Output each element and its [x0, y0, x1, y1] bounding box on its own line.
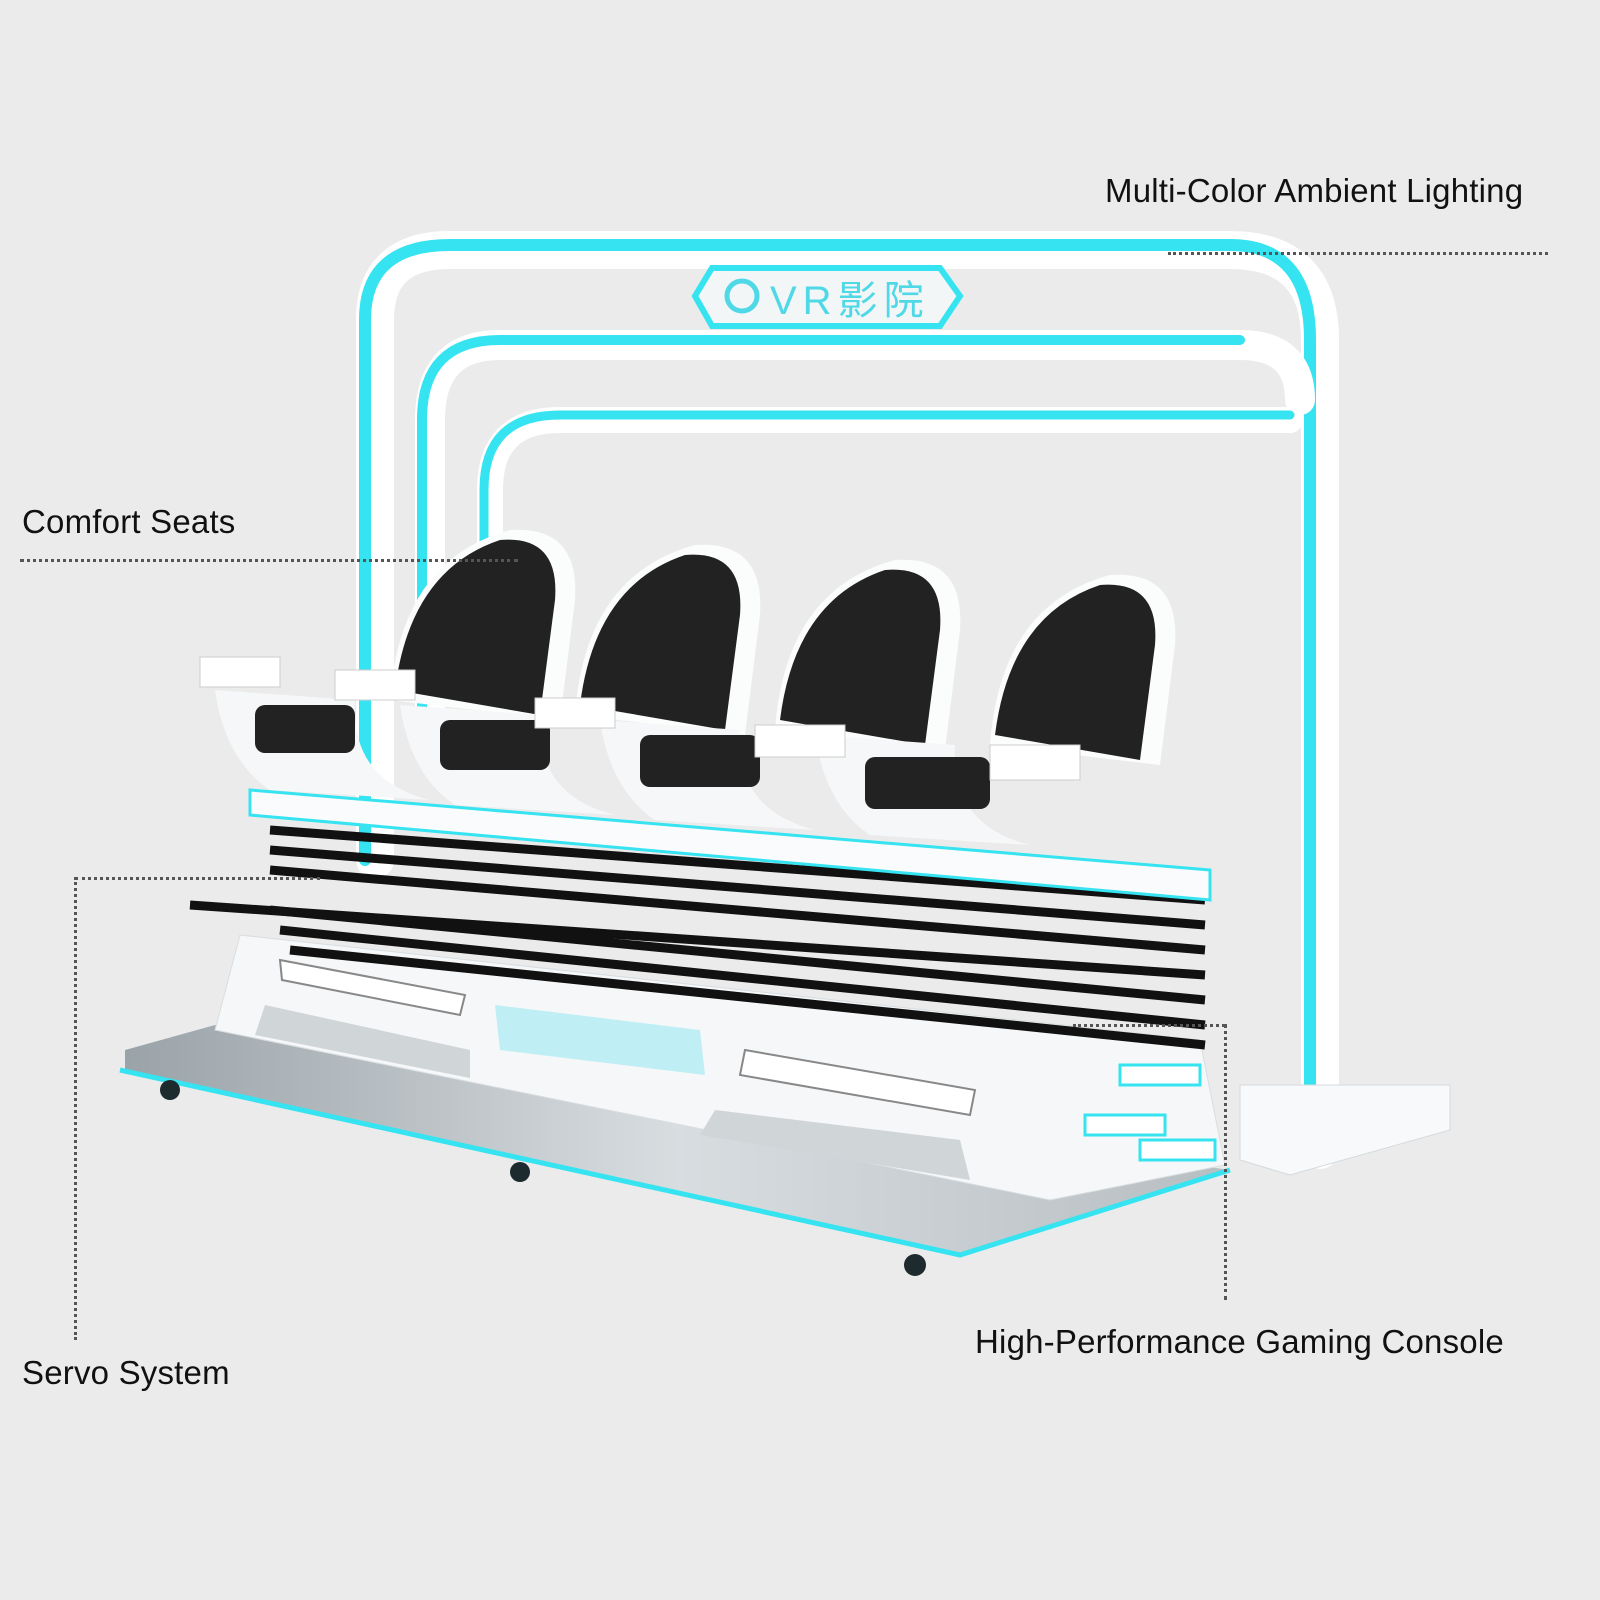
sign-text: VR影院 — [770, 279, 930, 323]
seat — [199, 529, 576, 800]
console-base — [214, 934, 1226, 1201]
seat — [334, 544, 761, 815]
callout-comfort-seats: Comfort Seats — [22, 503, 236, 540]
callout-line-servo-h — [75, 877, 320, 880]
seat — [534, 559, 961, 830]
callout-gaming-console: High-Performance Gaming Console — [975, 1323, 1504, 1360]
callout-line-seats — [20, 559, 518, 562]
seats — [199, 529, 1176, 845]
callout-line-lighting — [1168, 252, 1548, 255]
callout-servo-system: Servo System — [22, 1354, 230, 1391]
servo-slats — [189, 825, 1206, 1050]
callout-line-servo-v — [74, 877, 77, 1340]
lighting-arches — [356, 231, 1339, 1169]
callout-line-console-h — [1073, 1024, 1225, 1027]
floor-plate — [125, 1025, 1230, 1255]
sign-plate — [691, 265, 964, 329]
seat — [754, 574, 1176, 845]
callout-ambient-lighting: Multi-Color Ambient Lighting — [1105, 172, 1524, 209]
logo-icon — [724, 278, 760, 314]
callout-line-console-v — [1224, 1024, 1227, 1300]
seat-platform — [248, 788, 1212, 902]
